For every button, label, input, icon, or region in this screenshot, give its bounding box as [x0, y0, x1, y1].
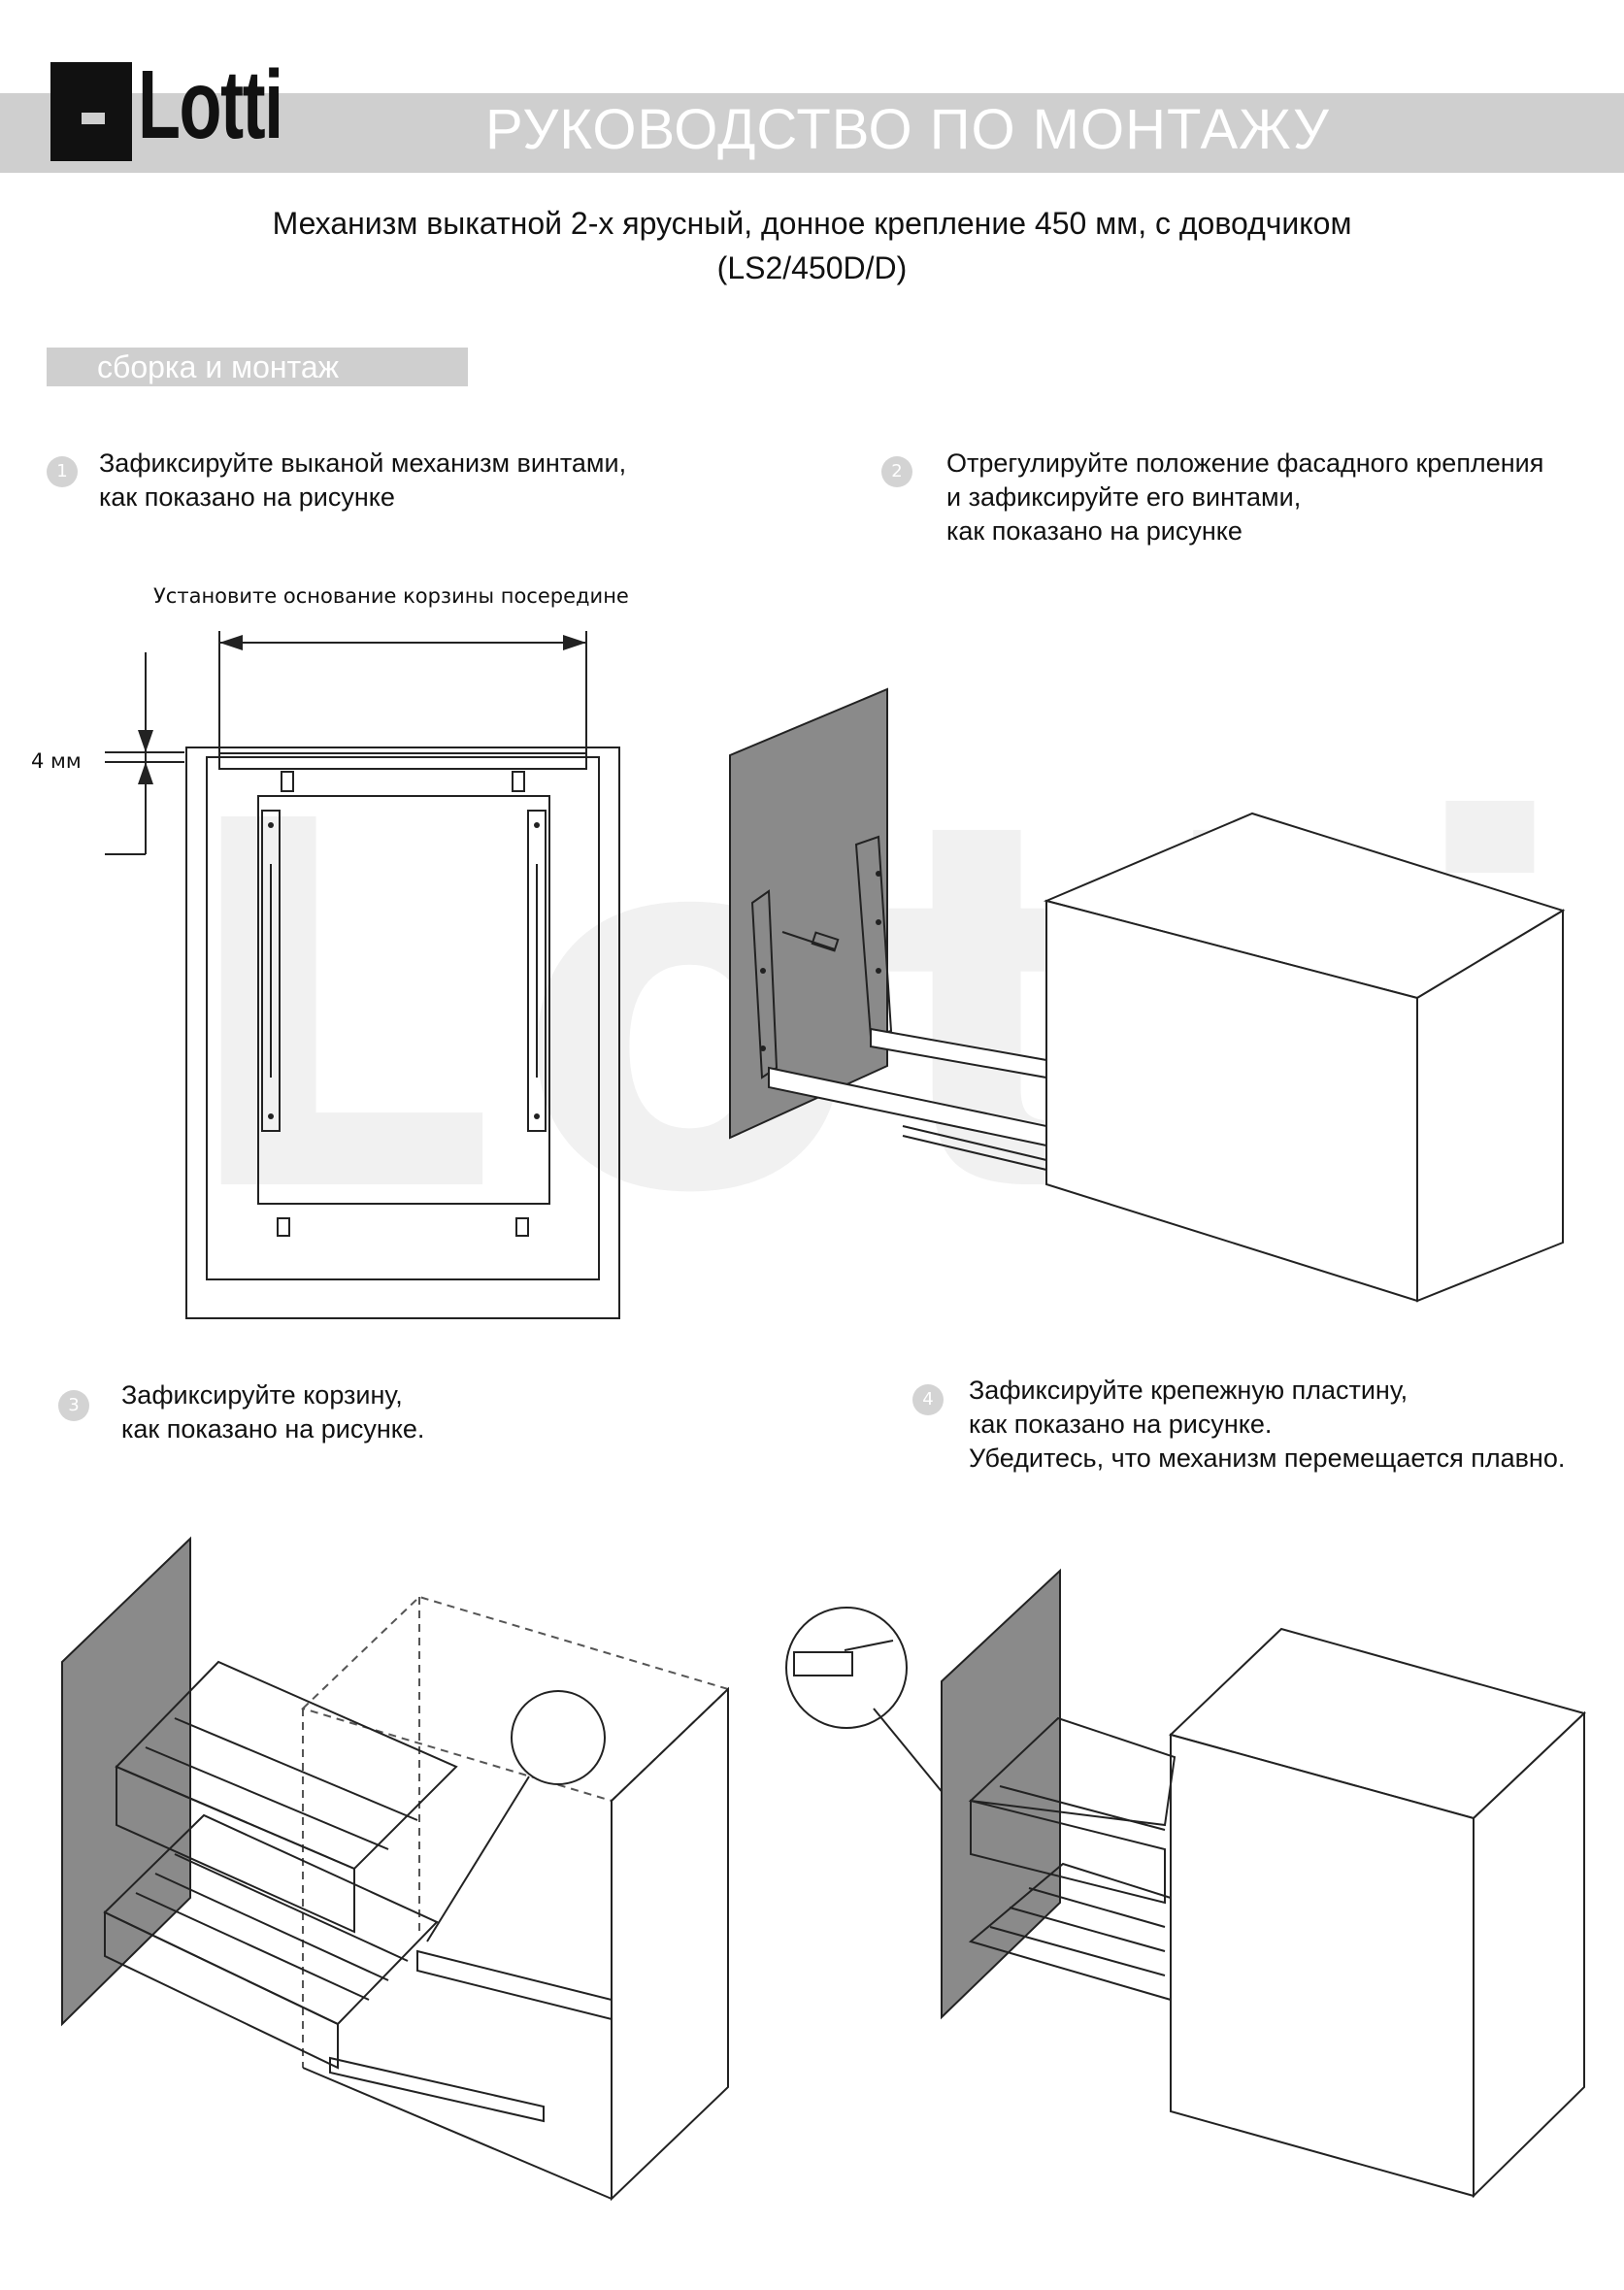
- logo-mark-icon: [50, 62, 132, 161]
- step-4-line-2: как показано на рисунке.: [969, 1410, 1273, 1439]
- product-title-line1: Механизм выкатной 2-х ярусный, донное кр…: [272, 206, 1352, 241]
- step-2-number: 2: [881, 456, 912, 487]
- step-2-text: Отрегулируйте положение фасадного крепле…: [946, 447, 1543, 548]
- header-band: [0, 93, 1624, 173]
- step-4-line-1: Зафиксируйте крепежную пластину,: [969, 1376, 1409, 1405]
- product-title-line2: (LS2/450D/D): [716, 250, 908, 285]
- step-1-line-1: Зафиксируйте выканой механизм винтами,: [99, 448, 627, 478]
- step-4-line-3: Убедитесь, что механизм перемещается пла…: [969, 1444, 1566, 1473]
- step-1-line-2: как показано на рисунке: [99, 482, 395, 512]
- step-2-line-1: Отрегулируйте положение фасадного крепле…: [946, 448, 1544, 478]
- front-view-diagram: [105, 631, 620, 1319]
- step-1-text: Зафиксируйте выканой механизм винтами, к…: [99, 447, 626, 514]
- step-3-number: 3: [58, 1390, 89, 1421]
- step-3-text: Зафиксируйте корзину, как показано на ри…: [121, 1378, 424, 1446]
- brand-logo: Lotti: [49, 56, 330, 167]
- step-3-line-1: Зафиксируйте корзину,: [121, 1380, 403, 1410]
- basket-install-diagram: [61, 1536, 730, 2202]
- front-panel-adjust-diagram: [729, 687, 1566, 1303]
- center-basket-label: Установите основание корзины посередине: [153, 584, 629, 608]
- step-4-text: Зафиксируйте крепежную пластину, как пок…: [969, 1374, 1565, 1476]
- step-2-line-3: как показано на рисунке: [946, 516, 1243, 546]
- section-label: сборка и монтаж: [97, 349, 340, 384]
- section-band: [47, 348, 468, 386]
- logo-wordmark: Lotti: [138, 50, 283, 159]
- step-2-line-2: и зафиксируйте его винтами,: [946, 482, 1302, 512]
- step-3-line-2: как показано на рисунке.: [121, 1414, 425, 1444]
- step-1-number: 1: [47, 456, 78, 487]
- step-4-number: 4: [912, 1384, 944, 1415]
- page-title: РУКОВОДСТВО ПО МОНТАЖУ: [485, 98, 1330, 161]
- plate-fix-diagram: [785, 1568, 1586, 2199]
- gap-4mm-label: 4 мм: [31, 749, 82, 773]
